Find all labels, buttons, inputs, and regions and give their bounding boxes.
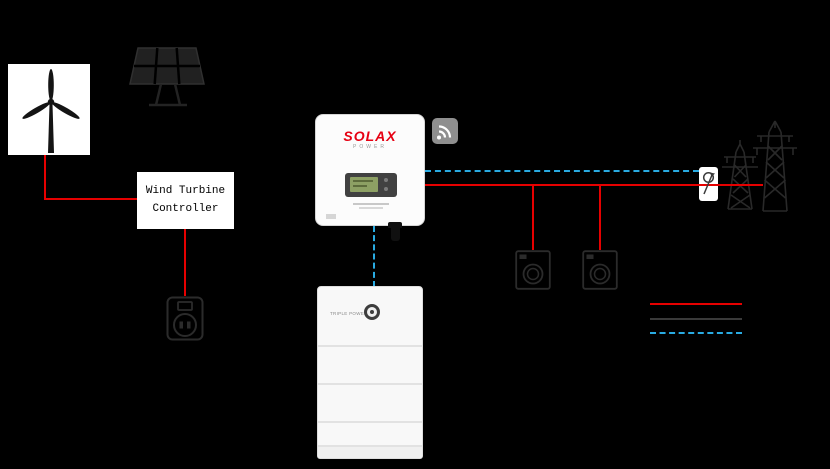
- wire-windturbine-to-controller-vertical: [44, 155, 46, 200]
- legend: [650, 300, 742, 340]
- grid-meter: [699, 167, 718, 201]
- solax-logo: SOLAX POWER: [316, 129, 424, 150]
- house-load-2: [582, 250, 618, 295]
- wind-turbine-controller-box: Wind Turbine Controller: [137, 172, 234, 229]
- wifi-dongle: [432, 118, 458, 144]
- inverter-lcd-display: [345, 173, 397, 197]
- utility-grid: [713, 116, 813, 216]
- inverter-brand-subtext: POWER: [353, 144, 387, 150]
- legend-line-dark: [650, 318, 742, 320]
- inverter-connector-cap: [388, 222, 402, 228]
- inverter-button: [384, 178, 388, 182]
- wire-branch-load2: [599, 186, 601, 250]
- inverter-small-text-bar: [353, 203, 389, 205]
- dump-load-socket: [166, 296, 204, 346]
- grid-meter-icon: [699, 171, 718, 195]
- washing-machine-icon: [515, 250, 551, 290]
- wire-branch-load1: [532, 186, 534, 250]
- battery-module-seam: [318, 345, 422, 347]
- inverter-lcd-screen: [350, 177, 378, 192]
- comm-line-inverter-to-battery: [373, 226, 375, 287]
- legend-line-blue-dashed: [650, 332, 742, 334]
- inverter-label-mark: [326, 214, 336, 219]
- battery-module-seam: [318, 445, 422, 447]
- battery-module-seam: [318, 383, 422, 385]
- wind-turbine-panel: [8, 64, 90, 155]
- wind-turbine-icon: [22, 69, 80, 153]
- power-socket-icon: [166, 296, 204, 341]
- battery-power-button: [364, 304, 380, 320]
- inverter-small-text-bar: [359, 207, 383, 209]
- wire-inverter-to-grid: [425, 184, 763, 186]
- wire-windturbine-to-controller-horizontal: [44, 198, 137, 200]
- house-load-1: [515, 250, 551, 295]
- wifi-icon: [437, 125, 452, 140]
- washing-machine-icon: [582, 250, 618, 290]
- wire-controller-to-socket: [184, 229, 186, 296]
- transmission-towers-icon: [722, 120, 797, 212]
- solar-panel-icon: [129, 47, 205, 107]
- battery-brand-text: TRIPLE POWER: [330, 311, 368, 316]
- battery-tower: TRIPLE POWER: [317, 286, 423, 459]
- inverter-bottom-connector: [391, 226, 400, 241]
- solax-hybrid-inverter: SOLAX POWER: [315, 114, 425, 226]
- controller-label-line2: Controller: [152, 202, 219, 215]
- battery-base: [318, 447, 422, 458]
- battery-module-seam: [318, 421, 422, 423]
- comm-line-inverter-to-meter: [425, 170, 699, 172]
- inverter-button: [384, 187, 388, 191]
- controller-label-line1: Wind Turbine: [145, 184, 226, 197]
- inverter-brand-text: SOLAX: [343, 128, 397, 144]
- solar-panel: [124, 46, 208, 112]
- legend-line-red: [650, 303, 742, 305]
